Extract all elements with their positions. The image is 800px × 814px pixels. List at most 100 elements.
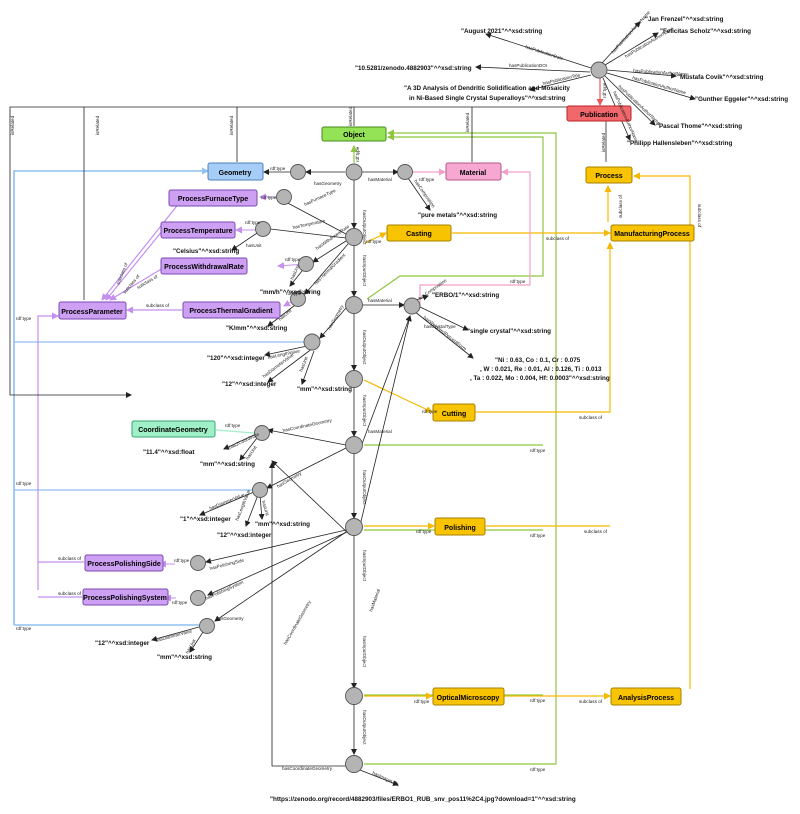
- literal-one: "1"^^xsd:integer: [180, 515, 231, 523]
- sample-geometry-instance-node[interactable]: [303, 333, 321, 351]
- edge: [417, 305, 469, 331]
- object-instance-node[interactable]: [345, 163, 363, 181]
- edge-label: rdf:type: [366, 239, 382, 244]
- process-temperature-class-box[interactable]: [160, 221, 236, 239]
- edge-label: subclass of: [115, 262, 129, 286]
- edge-label: rdf:type: [355, 146, 360, 162]
- manufacturing-process-class-label: ManufacturingProcess: [614, 231, 690, 238]
- edge-label: rdf:type: [245, 220, 261, 225]
- cutting-instance-node[interactable]: [345, 370, 363, 388]
- process-furnace-type-class-box[interactable]: [168, 189, 258, 207]
- cutting-class-label: Cutting: [442, 411, 467, 418]
- edge-label: isRelated: [465, 112, 470, 132]
- edge-label: rdf:type: [530, 533, 546, 538]
- blue-connector: [13, 167, 209, 625]
- edge-label: hasGeometry: [327, 304, 345, 331]
- literal-diameter-12-a: "12"^^xsd:integer: [222, 380, 277, 388]
- withdrawal-rate-instance-node[interactable]: [298, 256, 314, 272]
- literal-diameter-12-c: "12"^^xsd:integer: [95, 639, 150, 647]
- edge-label: hasThermalGradient: [313, 252, 347, 286]
- process-class-box[interactable]: [585, 166, 633, 184]
- edge-label: hasWeightedPercentForm: [422, 315, 467, 352]
- edge-label: subclass of: [584, 529, 608, 534]
- geometry-instance-node[interactable]: [290, 164, 306, 180]
- edge-label: subclass of: [579, 415, 603, 420]
- edge-label: hasMaterial: [368, 177, 392, 182]
- edge-label: rdf:type: [270, 166, 286, 171]
- geometry-class-label: Geometry: [219, 170, 252, 177]
- thermal-gradient-instance-node[interactable]: [290, 291, 306, 307]
- cut-geometry-instance-node[interactable]: [252, 482, 268, 498]
- literal-title-line-1: "A 3D Analysis of Dendritic Solidificati…: [404, 85, 570, 92]
- literal-diameter-12-b: "12"^^xsd:integer: [217, 531, 272, 539]
- edge-label: rdf:type: [510, 279, 526, 284]
- edge-label: rdf:type: [530, 448, 546, 453]
- cutting-class-box[interactable]: [432, 403, 476, 422]
- edge-label: hasUnit: [245, 444, 258, 460]
- microscopy-instance-node[interactable]: [345, 687, 363, 705]
- edge: [266, 447, 347, 489]
- process-polishing-system-class-box[interactable]: [82, 588, 169, 606]
- casting-class-box[interactable]: [386, 224, 452, 242]
- polishing-side-instance-node[interactable]: [190, 555, 206, 571]
- edge: [267, 427, 347, 446]
- edge-label: rdf:type: [416, 529, 432, 534]
- edge-label: subclass of: [546, 236, 570, 241]
- edge-label: hasPolishingSide: [209, 557, 245, 570]
- image-instance-node[interactable]: [345, 755, 363, 773]
- edge: [269, 462, 346, 767]
- process-withdrawal-rate-class-label: ProcessWithdrawalRate: [164, 264, 244, 271]
- orange-connector: [363, 379, 433, 413]
- edge-label: rdf:type: [414, 699, 430, 704]
- edge-label: hasTemperature: [292, 218, 326, 230]
- edge-label: isRelated: [601, 132, 606, 152]
- process-polishing-side-class-box[interactable]: [84, 554, 164, 572]
- polishing-class-box[interactable]: [434, 517, 486, 536]
- process-withdrawal-rate-class-box[interactable]: [160, 257, 248, 275]
- literal-author-2: "Felicitas Scholz"^^xsd:string: [660, 27, 751, 35]
- geometry-class-box[interactable]: [207, 162, 264, 181]
- mint-connector: [215, 429, 255, 434]
- erbo-material-instance-node[interactable]: [403, 297, 421, 315]
- edge-label: hasCrystalType: [424, 324, 456, 329]
- temperature-instance-node[interactable]: [255, 221, 271, 237]
- edge-label: rdf:type: [530, 698, 546, 703]
- analysis-process-class-box[interactable]: [610, 687, 682, 706]
- edge-label: rdf:type: [530, 767, 546, 772]
- process-parameter-class-box[interactable]: [58, 301, 127, 320]
- manufacturing-process-class-box[interactable]: [610, 224, 695, 242]
- publication-instance-node[interactable]: [590, 61, 608, 79]
- pub-edge: [606, 72, 696, 101]
- edge-label: hasCoordinateGeometry: [283, 599, 313, 645]
- polishing-system-instance-node[interactable]: [190, 590, 206, 606]
- literal-composition-line-3: , Ta : 0.022, Mo : 0.004, Hf: 0.0003"^^x…: [470, 374, 610, 382]
- process-thermal-gradient-class-box[interactable]: [182, 301, 281, 319]
- material-instance-node[interactable]: [397, 164, 413, 180]
- optical-microscopy-class-box[interactable]: [432, 687, 505, 706]
- edge-label: rdf:type: [286, 291, 302, 296]
- material-class-box[interactable]: [445, 162, 502, 181]
- literal-mm-a: "mm"^^xsd:string: [297, 385, 352, 393]
- furnace-type-instance-node[interactable]: [276, 189, 292, 205]
- orange-connector: [364, 232, 387, 244]
- publication-class-box[interactable]: [566, 105, 632, 122]
- sample-instance-node[interactable]: [345, 296, 363, 314]
- edge-label: hasGeometry: [314, 181, 342, 186]
- process-class-label: Process: [595, 173, 622, 180]
- edge-label: rdf:type: [16, 481, 32, 486]
- pub-edge: [604, 32, 659, 66]
- edge-label: hasDiameterValue: [155, 628, 193, 643]
- polishing-instance-node[interactable]: [345, 518, 363, 536]
- polished-geometry-instance-node[interactable]: [199, 618, 215, 634]
- literal-author-1: "Jan Frenzel"^^xsd:string: [645, 15, 724, 23]
- cut-sample-instance-node[interactable]: [345, 436, 363, 454]
- coordinate-geometry-class-box[interactable]: [131, 420, 216, 438]
- edge-label: hasUnit: [289, 264, 300, 281]
- coordinate-instance-node[interactable]: [254, 425, 270, 441]
- process-parameter-class-label: ProcessParameter: [61, 309, 123, 316]
- casting-instance-node[interactable]: [345, 228, 363, 246]
- edge-label: hasInputObject: [362, 636, 367, 668]
- edge-label: isRelated: [229, 115, 234, 135]
- edge: [359, 769, 399, 786]
- object-class-box[interactable]: [321, 126, 387, 142]
